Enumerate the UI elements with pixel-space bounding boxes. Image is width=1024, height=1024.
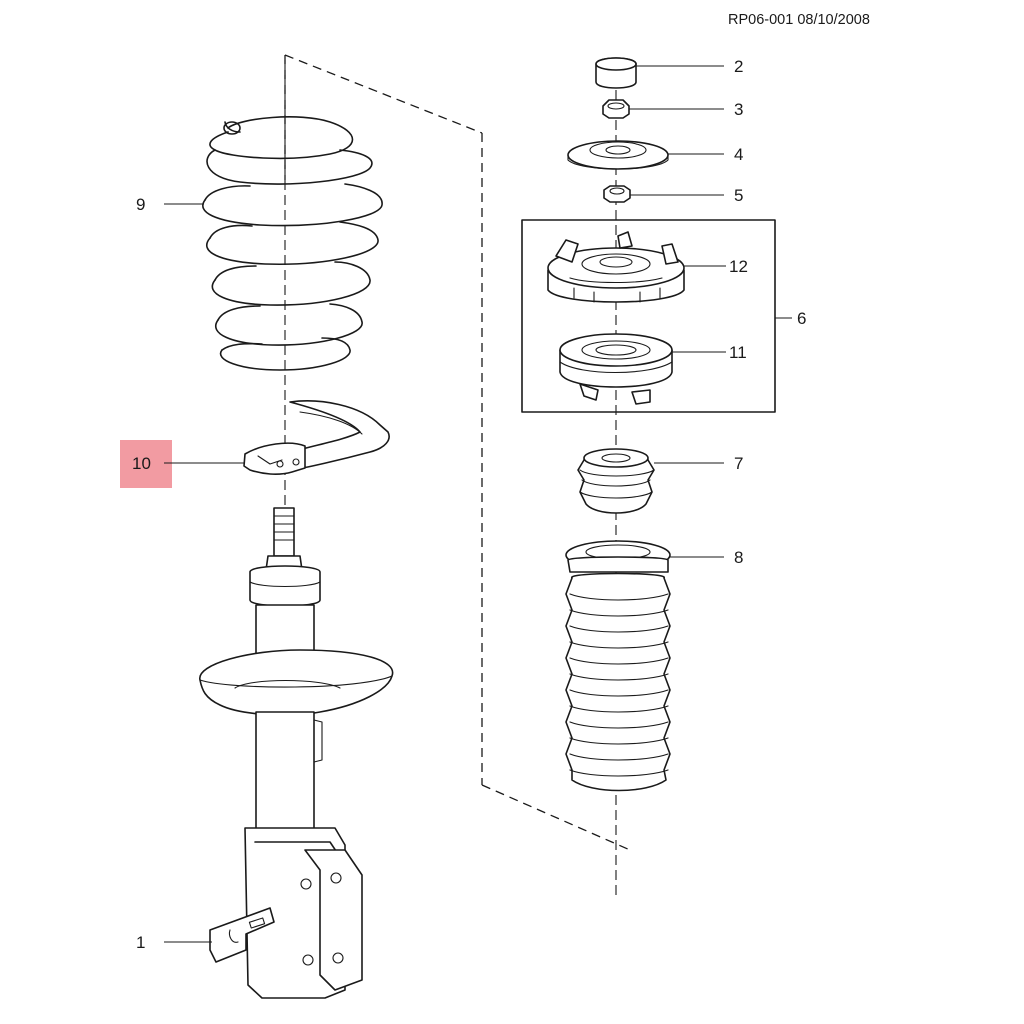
callout-6: 6 xyxy=(797,309,806,328)
part-1-strut-assembly xyxy=(199,507,394,999)
part-10-spring-seat xyxy=(243,400,390,475)
part-11-bearing xyxy=(559,333,673,405)
part-9-coil-spring xyxy=(202,116,383,371)
dust-boot-bellows xyxy=(565,572,671,792)
callout-10-highlight xyxy=(120,440,172,488)
part-12-strut-mount xyxy=(547,231,685,303)
callout-3: 3 xyxy=(734,100,743,119)
part-4-mount-plate xyxy=(567,140,669,170)
callout-8: 8 xyxy=(734,548,743,567)
callouts: 9 10 1 2 3 4 5 12 11 6 7 8 xyxy=(120,57,806,952)
bracket-tab xyxy=(209,907,275,963)
callout-9: 9 xyxy=(136,195,145,214)
part-5-nut xyxy=(603,185,631,203)
callout-7: 7 xyxy=(734,454,743,473)
part-6-kit-box xyxy=(521,219,776,413)
doc-id: RP06-001 08/10/2008 xyxy=(728,12,870,28)
part-2-dust-cap xyxy=(595,57,637,89)
callout-10: 10 xyxy=(132,454,151,473)
callout-1: 1 xyxy=(136,933,145,952)
callout-4: 4 xyxy=(734,145,743,164)
callout-2: 2 xyxy=(734,57,743,76)
callout-5: 5 xyxy=(734,186,743,205)
part-8-dust-boot xyxy=(565,540,671,792)
callout-12: 12 xyxy=(729,257,748,276)
part-7-bump-stop xyxy=(577,448,655,514)
part-3-nut xyxy=(602,99,630,119)
callout-11: 11 xyxy=(729,343,747,362)
